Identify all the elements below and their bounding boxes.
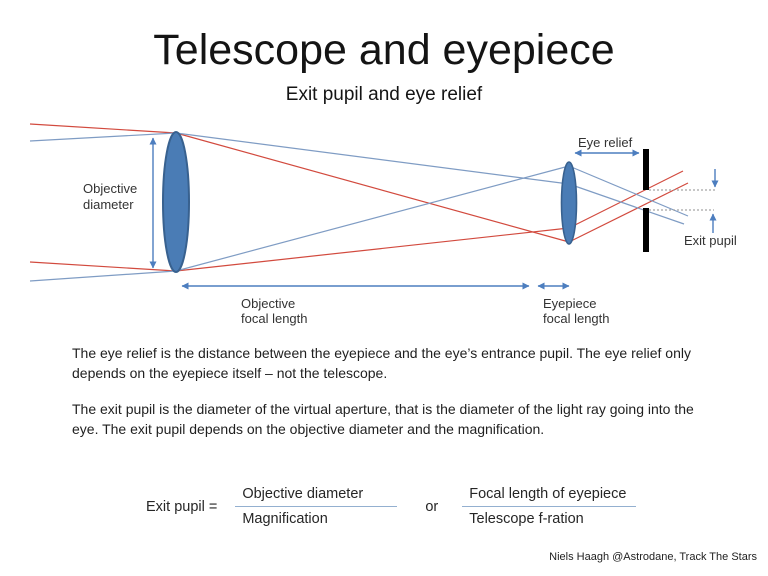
- eyepiece-lens-outline: [560, 161, 578, 245]
- paragraph-line: eye. The exit pupil depends on the objec…: [72, 420, 545, 437]
- paragraph-line: The eye relief is the distance between t…: [72, 345, 691, 361]
- light-ray-red-top-mid: [175, 132, 570, 243]
- light-ray-red-out-a: [568, 182, 689, 243]
- eyepiece-focal-label-line2: focal length: [543, 311, 610, 326]
- objective-diameter-label-line2: diameter: [83, 197, 134, 212]
- paragraph-line: The exit pupil is the diameter of the vi…: [72, 401, 694, 417]
- formula-fraction-magnification: Objective diameter Magnification: [235, 486, 398, 527]
- exit-pupil-formula: Exit pupil = Objective diameter Magnific…: [146, 486, 637, 527]
- pupil-stop-bottom-bar: [643, 208, 649, 252]
- paragraph-line: depends on the eyepiece itself – not the…: [72, 364, 388, 381]
- objective-diameter-label-line1: Objective: [83, 181, 137, 196]
- light-ray-blue-bottom-mid: [175, 165, 570, 272]
- formula-or: or: [425, 498, 439, 515]
- fraction-denominator: Telescope f-ration: [462, 506, 637, 527]
- paragraph-eye-relief: The eye relief is the distance between t…: [72, 344, 732, 383]
- light-ray-blue-top-in: [29, 132, 177, 142]
- light-ray-red-top-in: [29, 123, 177, 134]
- fraction-denominator: Magnification: [235, 506, 398, 527]
- eyepiece-lens: [561, 162, 577, 244]
- objective-focal-label-line1: Objective: [241, 296, 295, 311]
- formula-fraction-fratio: Focal length of eyepiece Telescope f-rat…: [462, 486, 637, 527]
- light-ray-blue-out-b: [568, 165, 689, 217]
- author-credit: Niels Haagh @Astrodane, Track The Stars: [549, 551, 757, 563]
- objective-lens-outline: [162, 131, 190, 273]
- body-text: The eye relief is the distance between t…: [72, 344, 732, 456]
- light-ray-red-bottom-in: [29, 261, 177, 272]
- eye-relief-label: Eye relief: [578, 135, 633, 150]
- light-ray-blue-bottom-in: [29, 270, 177, 282]
- objective-focal-label-line2: focal length: [241, 311, 308, 326]
- light-ray-red-bottom-mid: [175, 227, 570, 272]
- fraction-numerator: Objective diameter: [242, 486, 364, 502]
- fraction-numerator: Focal length of eyepiece: [469, 486, 627, 502]
- light-ray-blue-out-a: [568, 183, 685, 225]
- pupil-stop-top-bar: [643, 149, 649, 190]
- paragraph-exit-pupil: The exit pupil is the diameter of the vi…: [72, 400, 732, 439]
- page-title: Telescope and eyepiece: [153, 26, 615, 74]
- objective-lens: [163, 132, 189, 272]
- optics-diagram: Objective diameter Eye relief Exit pupil…: [29, 123, 737, 326]
- exit-pupil-label: Exit pupil: [684, 233, 737, 248]
- formula-lhs: Exit pupil =: [146, 498, 218, 515]
- light-ray-blue-top-mid: [175, 132, 570, 185]
- light-ray-red-out-b: [568, 170, 684, 229]
- eyepiece-focal-label-line1: Eyepiece: [543, 296, 596, 311]
- page-subtitle: Exit pupil and eye relief: [285, 84, 483, 105]
